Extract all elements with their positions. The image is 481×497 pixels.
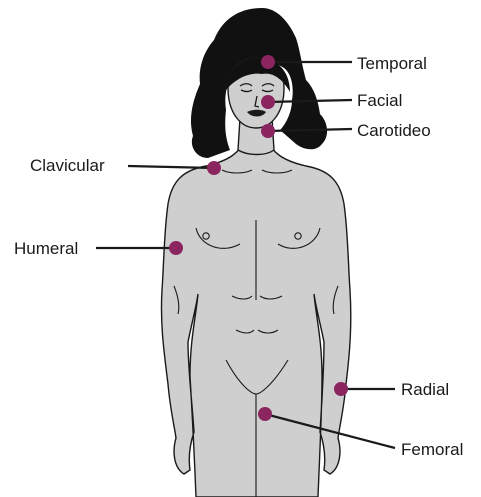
femoral-label: Femoral	[401, 441, 463, 458]
humeral-label: Humeral	[14, 240, 78, 257]
clavicular-label: Clavicular	[30, 157, 105, 174]
facial-pulse-point	[261, 95, 275, 109]
facial-label: Facial	[357, 92, 402, 109]
carotideo-label: Carotideo	[357, 122, 431, 139]
radial-pulse-point	[334, 382, 348, 396]
clavicular-pointer-line	[128, 166, 214, 168]
femoral-pulse-point	[258, 407, 272, 421]
temporal-label: Temporal	[357, 55, 427, 72]
clavicular-pulse-point	[207, 161, 221, 175]
carotideo-pulse-point	[261, 124, 275, 138]
humeral-pulse-point	[169, 241, 183, 255]
radial-label: Radial	[401, 381, 449, 398]
temporal-pulse-point	[261, 55, 275, 69]
carotideo-pointer-line	[268, 129, 352, 131]
